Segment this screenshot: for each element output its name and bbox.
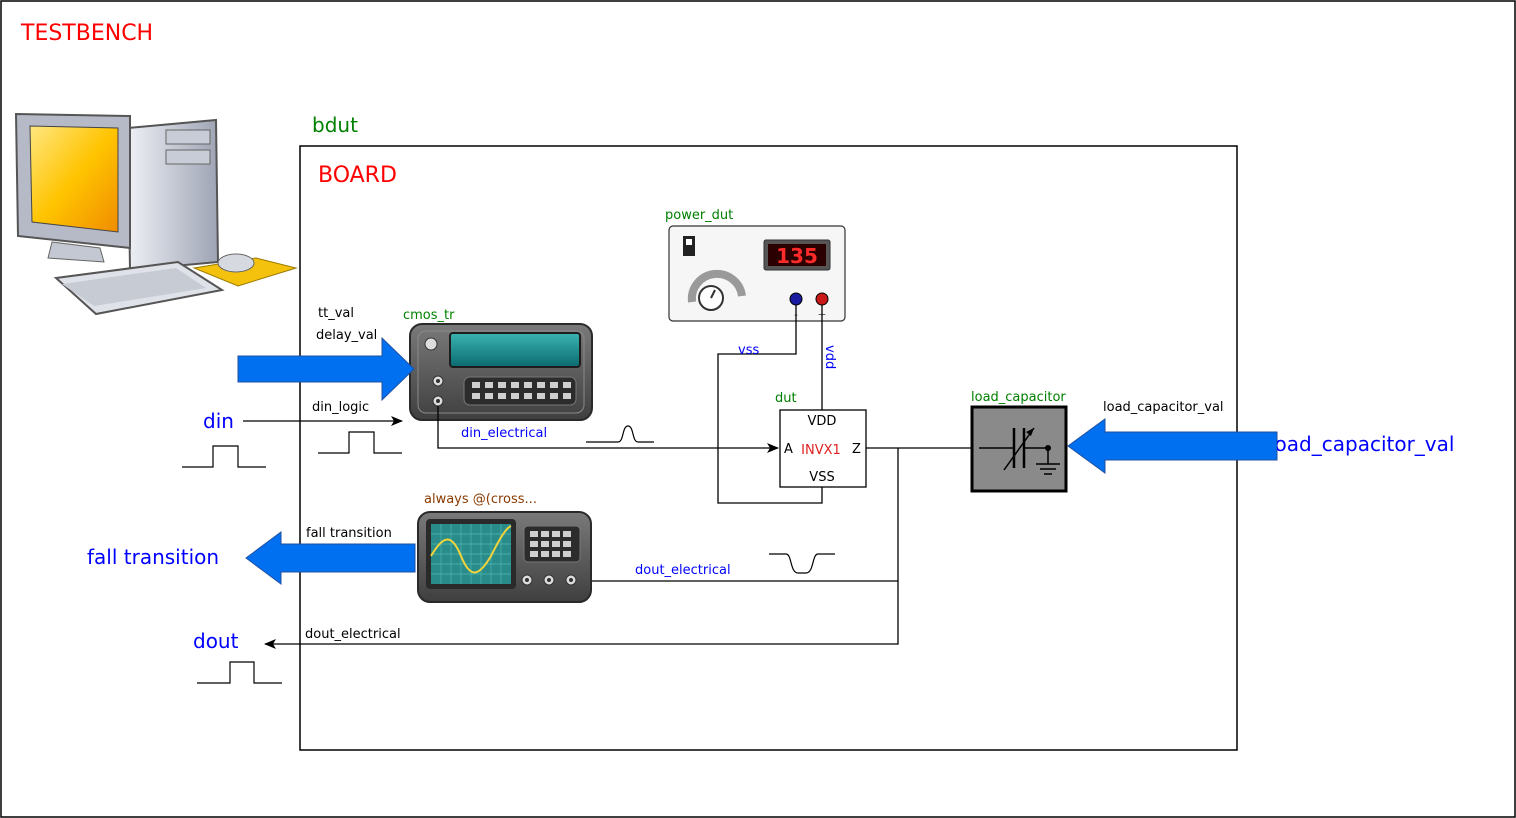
cmos-generator-icon bbox=[409, 323, 593, 421]
dout-label: dout bbox=[193, 629, 239, 653]
power-supply-icon: 135 - + bbox=[668, 225, 846, 322]
dut-pin-a: A bbox=[784, 442, 793, 457]
load-param-label: load_capacitor_val bbox=[1103, 400, 1224, 415]
load-capacitor-val-clip: load_capacitor_val bbox=[1269, 432, 1454, 456]
scope-output-label: fall transition bbox=[306, 526, 392, 541]
dout-electrical-label: dout_electrical bbox=[305, 627, 401, 642]
testbench-title: TESTBENCH bbox=[20, 21, 153, 46]
vdd-label: vdd bbox=[822, 345, 837, 369]
din-logic-waveform-icon bbox=[318, 431, 402, 454]
din-waveform-icon bbox=[182, 445, 266, 468]
din-electrical-wire bbox=[437, 406, 779, 453]
load-capacitor-val-signal: load_capacitor_val bbox=[1269, 432, 1454, 456]
dout-waveform-icon bbox=[197, 661, 282, 684]
dut-pin-z: Z bbox=[852, 442, 861, 457]
dut-block bbox=[779, 409, 867, 488]
dut-vdd-pin: VDD bbox=[808, 414, 837, 429]
dout-electrical-waveform-icon bbox=[769, 553, 835, 574]
power-instance-label: power_dut bbox=[665, 208, 733, 223]
load-param-arrow-icon bbox=[1067, 418, 1278, 474]
dut-instance-label: dut bbox=[775, 391, 797, 406]
power-display-value: 135 bbox=[776, 244, 818, 268]
board-instance-label: bdut bbox=[312, 113, 358, 137]
params-arrow-icon bbox=[237, 336, 415, 402]
dut-cell-name: INVX1 bbox=[801, 443, 841, 458]
load-instance-label: load_capacitor bbox=[971, 390, 1066, 405]
scope-instance-label: always @(cross... bbox=[424, 492, 537, 507]
fall-transition-signal: fall transition bbox=[87, 545, 219, 569]
din-electrical-label: din_electrical bbox=[461, 426, 547, 441]
oscilloscope-icon bbox=[417, 511, 592, 603]
vss-label: vss bbox=[738, 343, 759, 358]
fall-transition-arrow-icon bbox=[245, 531, 416, 585]
din-logic-label: din_logic bbox=[312, 400, 369, 415]
dut-vss-pin: VSS bbox=[809, 470, 834, 485]
cmos-param-delay: delay_val bbox=[316, 328, 377, 343]
din-electrical-waveform-icon bbox=[586, 425, 654, 443]
din-label: din bbox=[203, 409, 234, 433]
cmos-instance-label: cmos_tr bbox=[403, 308, 455, 323]
computer-icon bbox=[14, 112, 298, 316]
dout-wire bbox=[264, 448, 899, 649]
scope-dout-electrical-label: dout_electrical bbox=[635, 563, 731, 578]
vss-wire bbox=[717, 305, 823, 504]
cmos-param-tt: tt_val bbox=[318, 306, 354, 321]
load-capacitor-icon bbox=[970, 405, 1068, 493]
board-title: BOARD bbox=[318, 163, 397, 188]
